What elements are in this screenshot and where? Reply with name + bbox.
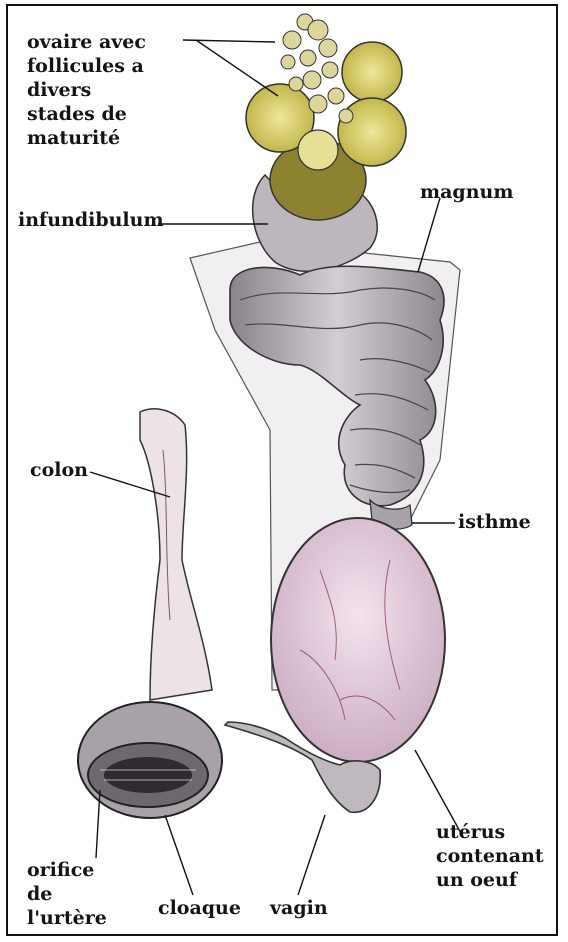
ovary-label: ovaire avec follicules a divers stades d… (27, 30, 146, 150)
uterus-label-line-3: un oeuf (436, 868, 544, 892)
uterus-label: utérus contenant un oeuf (436, 820, 544, 892)
cloaque-label: cloaque (158, 896, 241, 920)
uterus-label-line-2: contenant (436, 844, 544, 868)
uterus-label-line-1: utérus (436, 820, 544, 844)
orifice-label-line-3: l'urtère (27, 906, 107, 930)
ovary-label-line-2: follicules a (27, 54, 146, 78)
orifice-label-line-2: de (27, 882, 107, 906)
ovary-label-line-4: stades de (27, 102, 146, 126)
colon-tube (140, 409, 212, 700)
ovary-label-line-1: ovaire avec (27, 30, 146, 54)
magnum-label: magnum (420, 180, 513, 204)
uterus-organ (271, 518, 445, 762)
orifice-label: orifice de l'urtère (27, 858, 107, 930)
vagin-label: vagin (270, 896, 328, 920)
isthme-label: isthme (458, 510, 531, 534)
ovary-label-line-3: divers (27, 78, 146, 102)
ovary-label-line-5: maturité (27, 126, 146, 150)
colon-label: colon (30, 458, 88, 482)
infundibulum-label: infundibulum (18, 208, 164, 232)
orifice-label-line-1: orifice (27, 858, 107, 882)
